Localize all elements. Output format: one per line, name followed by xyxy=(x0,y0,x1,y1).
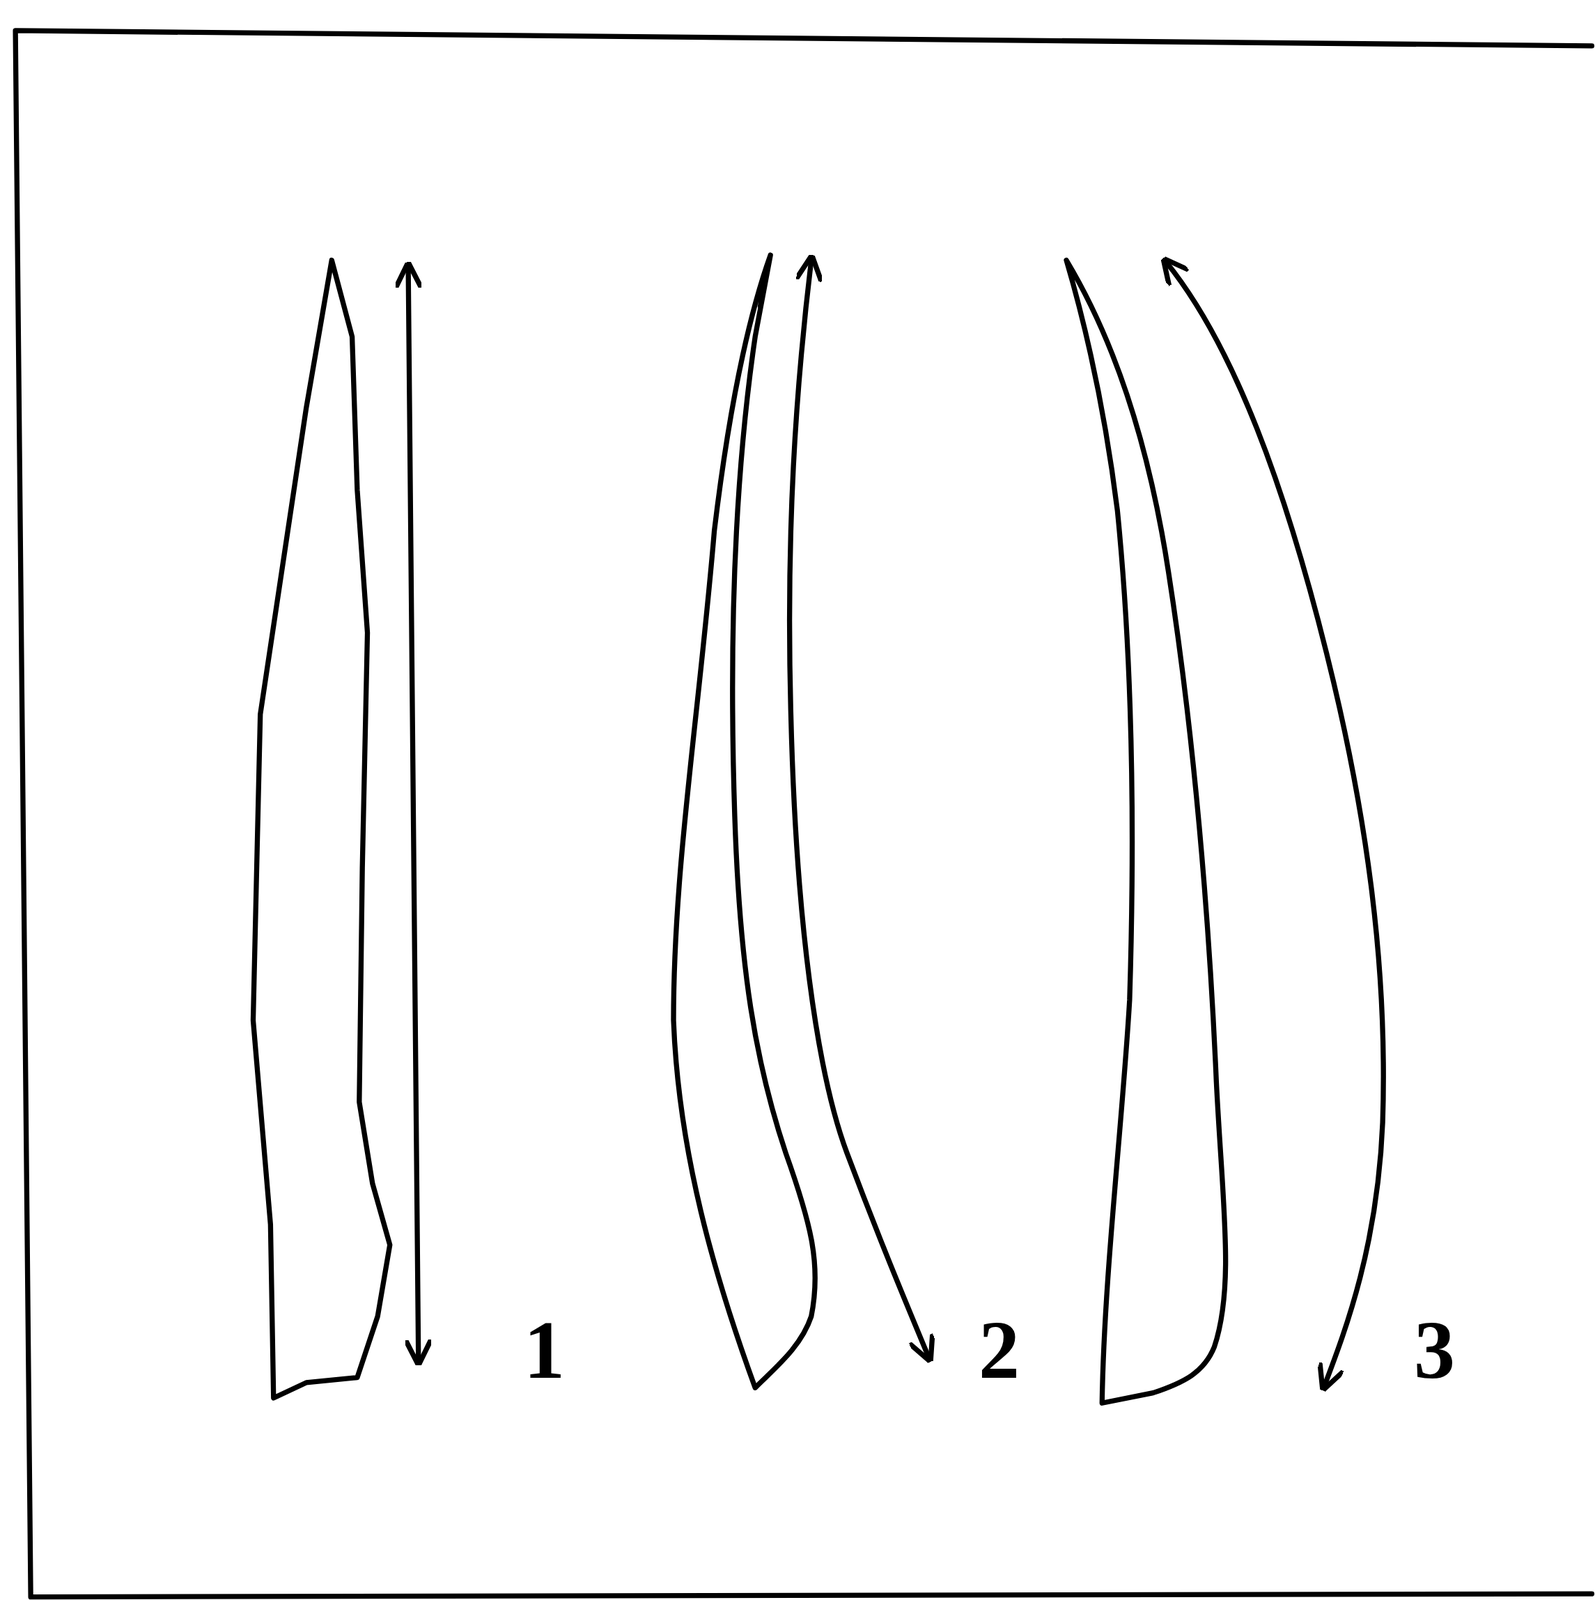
curved-arrow xyxy=(1166,261,1384,1386)
straight-arrow xyxy=(408,267,419,1361)
curved-blade xyxy=(1066,260,1226,1404)
callout-number: 1 xyxy=(523,1309,565,1392)
callout-number: 3 xyxy=(1413,1309,1456,1392)
straight-blade xyxy=(252,260,390,1398)
callout-number: 2 xyxy=(978,1309,1020,1392)
frame-border xyxy=(15,30,1592,1598)
curved-arrow xyxy=(789,260,930,1358)
